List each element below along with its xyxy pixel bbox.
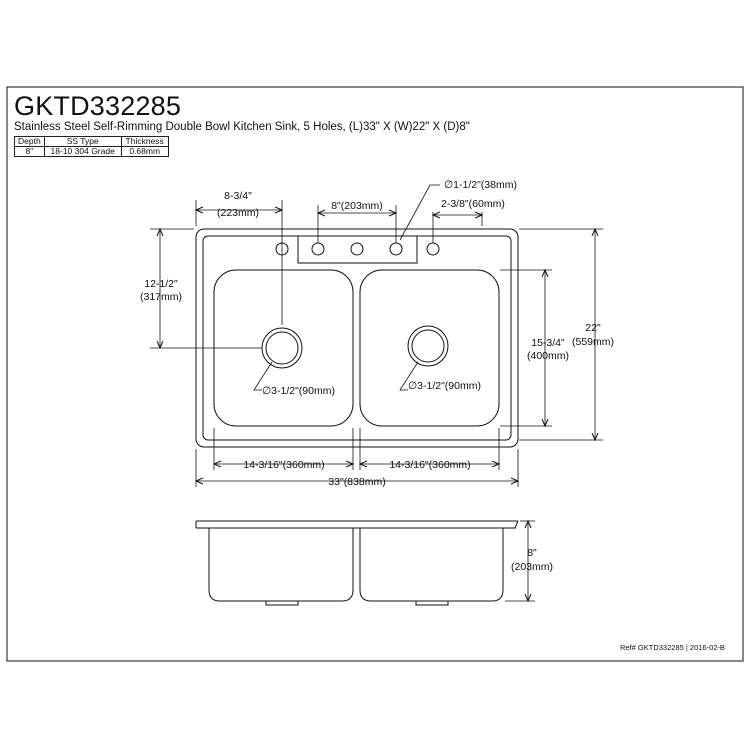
label-drain-right: ∅3-1/2"(90mm) <box>408 380 481 392</box>
side-drains <box>265 601 449 606</box>
label-drain-left: ∅3-1/2"(90mm) <box>262 385 335 397</box>
spec-table: Depth SS Type Thickness 8" 18-10 304 Gra… <box>14 136 169 157</box>
label-hole-edge: 2-3/8"(60mm) <box>441 198 505 210</box>
spec-value-thickness: 0.68mm <box>120 146 169 157</box>
top-view <box>195 228 519 448</box>
faucet-hole-3 <box>350 242 364 256</box>
label-drain-from-back: 12-1/2" <box>144 278 178 290</box>
label-bowl-length: 15-3/4" <box>531 337 565 349</box>
label-overall-width: 22" <box>585 322 601 334</box>
label-overall-width-mm: (559mm) <box>572 336 614 348</box>
label-drain-from-back-mm: (317mm) <box>140 291 182 303</box>
reference-number: Ref# GKTD332285 | 2016-02-B <box>620 643 725 652</box>
left-drain-inner <box>265 331 299 365</box>
faucet-hole-2 <box>311 242 325 256</box>
drawing-border <box>6 86 744 662</box>
side-rim <box>195 520 519 529</box>
faucet-hole-4 <box>389 242 403 256</box>
label-hole-spread: 8"(203mm) <box>331 200 383 212</box>
faucet-deck <box>297 236 418 264</box>
sink-rim-inner <box>202 235 512 441</box>
label-bowl-width-left: 14-3/16"(360mm) <box>243 459 324 471</box>
spec-value-row: 8" 18-10 304 Grade 0.68mm <box>14 146 169 157</box>
label-depth: 8" <box>527 547 537 559</box>
model-title: GKTD332285 <box>14 91 182 121</box>
sink-rim-outer <box>195 228 519 448</box>
side-left-bowl <box>208 528 354 602</box>
label-hole-diameter: ∅1-1/2"(38mm) <box>444 179 517 191</box>
left-drain-outer <box>261 327 303 369</box>
label-bowl-width-right: 14-3/16"(360mm) <box>389 459 470 471</box>
right-drain-outer <box>407 325 449 367</box>
label-overall-length: 33"(838mm) <box>328 476 385 488</box>
label-faucet-offset-mm: (223mm) <box>217 207 259 219</box>
label-bowl-length-mm: (400mm) <box>527 350 569 362</box>
right-drain-inner <box>411 329 445 363</box>
dimension-lines <box>150 184 603 487</box>
label-depth-mm: (203mm) <box>511 561 553 573</box>
product-description: Stainless Steel Self-Rimming Double Bowl… <box>14 121 470 133</box>
side-view <box>195 520 535 606</box>
faucet-hole-5 <box>426 242 440 256</box>
label-faucet-offset: 8-3/4" <box>224 190 252 202</box>
right-bowl <box>359 269 500 427</box>
side-right-bowl <box>359 528 504 602</box>
